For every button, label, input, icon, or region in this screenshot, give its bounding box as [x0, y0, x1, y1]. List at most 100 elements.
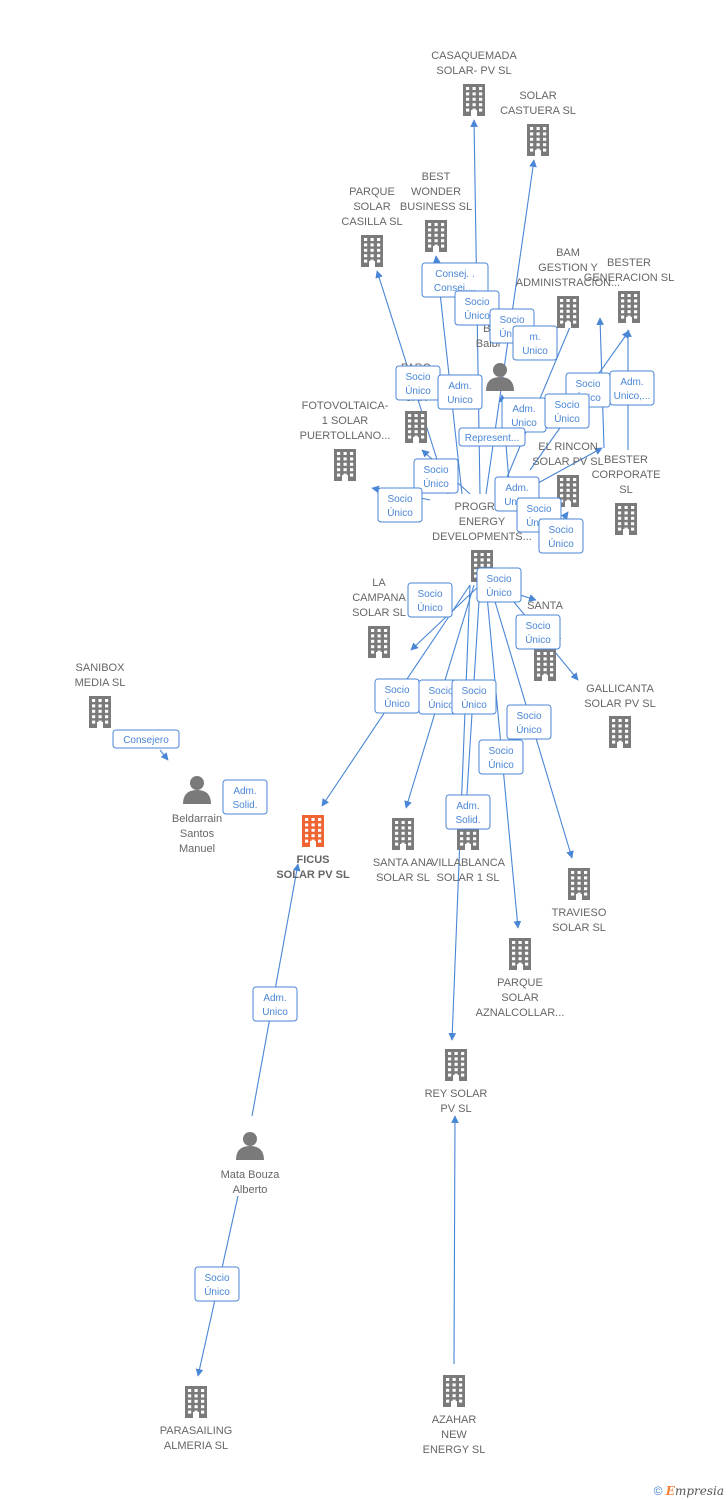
building-window: [452, 1378, 456, 1381]
person-body: [486, 377, 514, 391]
building-window: [472, 103, 476, 107]
building-icon: [527, 124, 549, 156]
building-window: [105, 715, 109, 719]
building-window: [188, 1389, 192, 1392]
relation-label-text: Represent...: [465, 433, 519, 444]
relation-label[interactable]: Adm.Unico: [252, 986, 298, 1022]
building-door: [535, 150, 541, 156]
relation-label-text: Socio: [461, 686, 486, 697]
relation-label-box: [506, 704, 552, 740]
relation-label[interactable]: Adm.Unico: [437, 374, 483, 410]
node-aznalcollar[interactable]: PARQUESOLARAZNALCOLLAR...: [476, 938, 565, 1019]
building-window: [627, 310, 631, 314]
person-head: [493, 363, 507, 377]
building-window: [401, 821, 405, 824]
building-window: [479, 108, 483, 112]
relation-label[interactable]: Represent...: [458, 427, 526, 447]
building-window: [518, 946, 522, 950]
brand-logo[interactable]: Empresia: [665, 1484, 724, 1498]
node-label: SOLAR- PV SL: [436, 65, 511, 77]
building-window: [452, 1394, 456, 1398]
building-window: [305, 834, 309, 838]
building-window: [384, 650, 388, 654]
relation-label-text: Unico: [511, 418, 537, 429]
building-window: [625, 719, 629, 722]
building-window: [530, 148, 534, 152]
node-label: BESTER: [604, 454, 648, 466]
relation-label[interactable]: Adm.Solid.: [222, 779, 268, 815]
building-window: [479, 87, 483, 90]
node-label: VILLABLANCA: [431, 857, 506, 869]
relation-label[interactable]: Consejero: [112, 729, 180, 749]
building-window: [566, 488, 570, 492]
building-door: [453, 1075, 459, 1081]
building-window: [474, 563, 478, 567]
building-window: [634, 299, 638, 303]
relation-label[interactable]: Adm.Solid.: [445, 794, 491, 830]
building-window: [525, 957, 529, 961]
building-window: [377, 645, 381, 649]
building-window: [631, 511, 635, 515]
node-fotovoltaica[interactable]: FOTOVOLTAICA-1 SOLARPUERTOLLANO...: [300, 400, 391, 481]
building-window: [543, 657, 547, 661]
brand-footer: © Empresia: [654, 1484, 724, 1498]
relation-label-text: Único: [423, 477, 449, 490]
building-window: [446, 1394, 450, 1398]
relation-label[interactable]: Adm.Unico,...: [609, 370, 655, 406]
building-window: [98, 704, 102, 708]
building-window: [454, 1052, 458, 1055]
building-window: [201, 1405, 205, 1409]
relation-label-text: Único: [464, 309, 490, 322]
building-window: [105, 709, 109, 713]
relation-label[interactable]: Adm.Unico: [501, 397, 547, 433]
building-icon: [509, 938, 531, 970]
building-window: [536, 137, 540, 141]
building-window: [201, 1410, 205, 1414]
relation-label-text: Consej. .: [435, 269, 474, 280]
building-window: [631, 522, 635, 526]
building-window: [92, 704, 96, 708]
building-window: [543, 137, 547, 141]
building-window: [414, 424, 418, 428]
building-window: [459, 1399, 463, 1403]
building-window: [105, 720, 109, 724]
building-window: [624, 516, 628, 520]
relation-label[interactable]: m.Unico: [512, 325, 558, 361]
node-label: AZAHAR: [432, 1414, 477, 1426]
building-window: [311, 834, 315, 838]
relation-label-text: Socio: [488, 746, 513, 757]
